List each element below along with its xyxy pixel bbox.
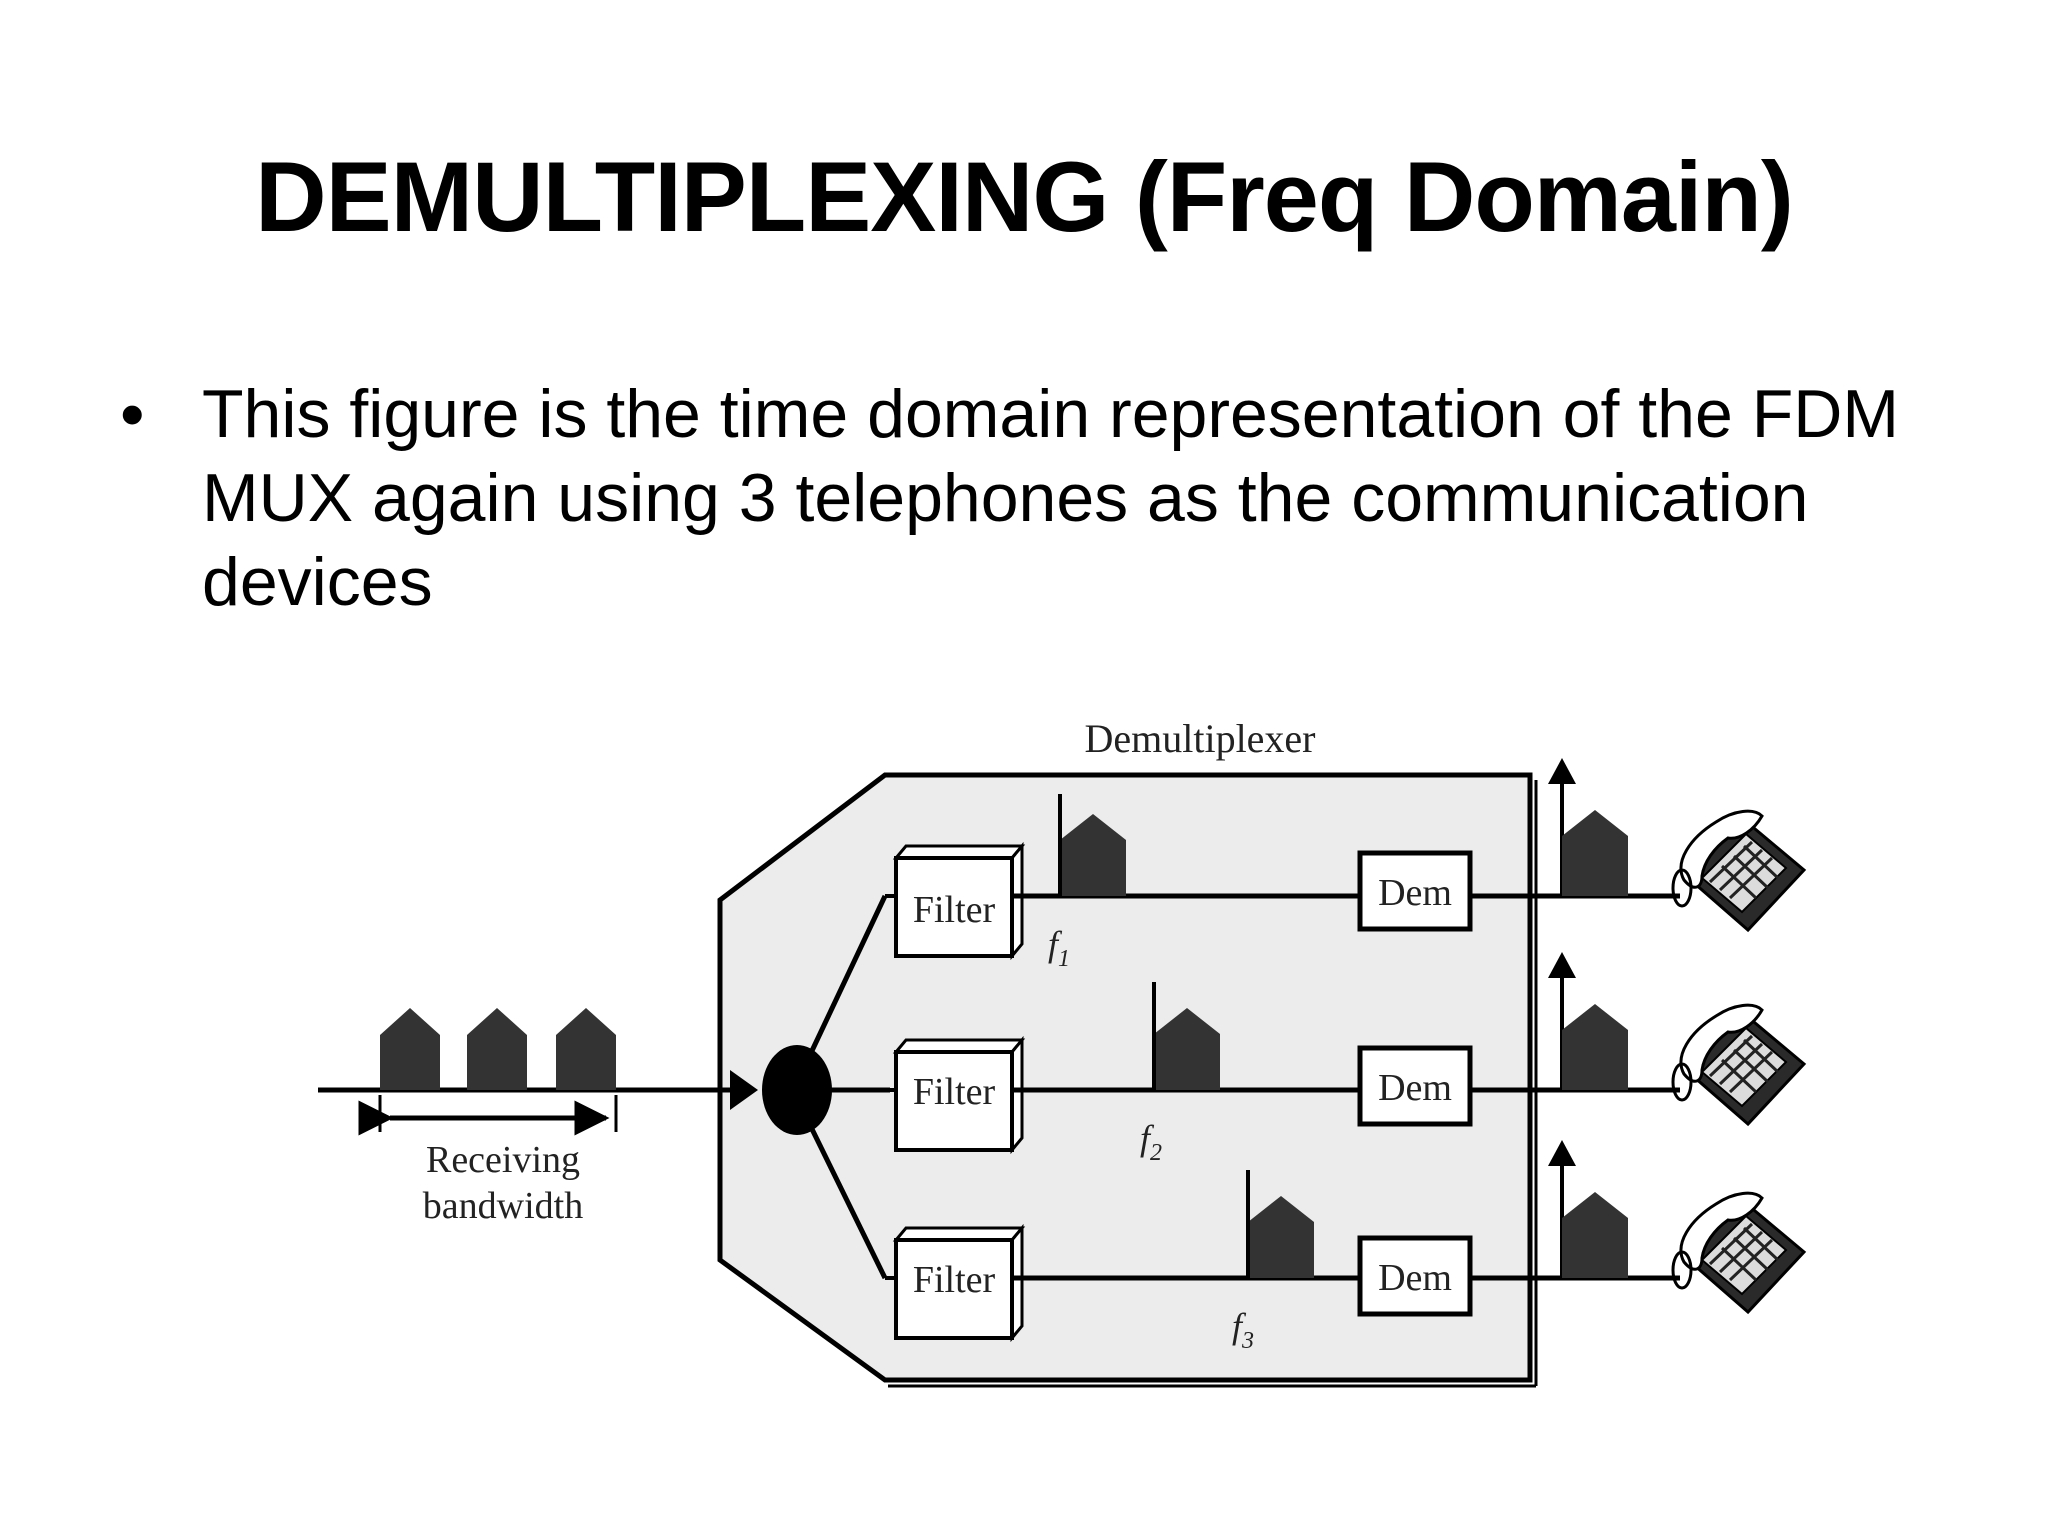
telephone-icon	[1671, 809, 1807, 933]
bandwidth-label: bandwidth	[423, 1185, 583, 1227]
demux-label: Demultiplexer	[1084, 716, 1315, 761]
channel-2: Filter f2 Dem	[890, 952, 1807, 1166]
signal-pulse-icon	[1248, 1196, 1314, 1278]
dem-label-3: Dem	[1378, 1257, 1452, 1299]
filter-box-2	[894, 1050, 1014, 1152]
receiving-label: Receiving	[426, 1139, 580, 1181]
dem-label-2: Dem	[1378, 1067, 1452, 1109]
up-arrow-icon	[1548, 758, 1576, 784]
filter-label-1: Filter	[913, 889, 996, 931]
filter-box-1	[894, 856, 1014, 958]
signal-pulse-icon	[1562, 810, 1628, 896]
signal-pulse-icon	[467, 1008, 527, 1090]
signal-pulse-icon	[556, 1008, 616, 1090]
slide-title: DEMULTIPLEXING (Freq Domain)	[255, 141, 1794, 252]
telephone-icon	[1671, 1003, 1807, 1127]
telephone-icon	[1671, 1191, 1807, 1315]
filter-label-2: Filter	[913, 1071, 996, 1113]
signal-pulse-icon	[1562, 1004, 1628, 1090]
signal-pulse-icon	[380, 1008, 440, 1090]
dem-box-2	[1357, 1045, 1473, 1127]
filter-label-3: Filter	[913, 1259, 996, 1301]
signal-pulse-icon	[1562, 1192, 1628, 1278]
signal-pulse-icon	[1060, 814, 1126, 896]
channel-3: Filter f3 Dem	[885, 1140, 1807, 1354]
up-arrow-icon	[1548, 1140, 1576, 1166]
dem-label-1: Dem	[1378, 872, 1452, 914]
branch-line-3	[807, 1123, 888, 1280]
filter-box-3	[894, 1238, 1014, 1340]
bullet-marker: •	[120, 375, 145, 453]
demultiplexer-diagram: Demultiplexer Receiving bandwidth Filter…	[318, 716, 1807, 1388]
up-arrow-icon	[1548, 952, 1576, 978]
branch-line-1	[807, 894, 888, 1057]
splitter-dot	[762, 1045, 832, 1135]
bullet-text: This figure is the time domain represent…	[202, 376, 1899, 620]
signal-pulse-icon	[1154, 1008, 1220, 1090]
input-arrow-icon	[730, 1070, 758, 1110]
dem-box-1	[1357, 850, 1473, 932]
channel-1: Filter f1 Dem	[885, 758, 1807, 972]
dem-box-3	[1357, 1235, 1473, 1317]
